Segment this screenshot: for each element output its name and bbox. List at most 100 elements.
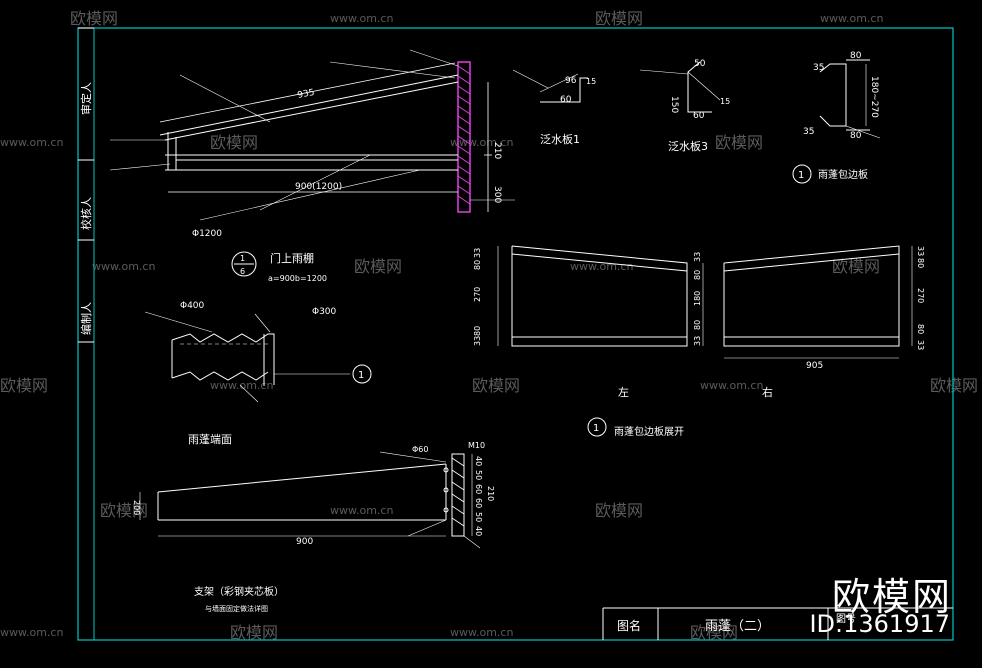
inner-frame (93, 27, 954, 641)
watermark-logo: 欧模网 (210, 133, 258, 152)
unfold-left (497, 245, 688, 347)
unfold-left-dim: 80 (473, 326, 482, 336)
section-phi300: Φ300 (312, 307, 337, 317)
drawing-name: 雨蓬（二） (705, 619, 770, 634)
watermark-url: www.om.cn (330, 12, 393, 25)
unfold-mid-dim: 180 (693, 291, 702, 306)
support-dim: 60 (474, 484, 483, 494)
flashing-3-title: 泛水板3 (668, 139, 708, 153)
unfold-right-dim: 80 (916, 324, 925, 334)
drawing-frame (77, 27, 954, 641)
brand-logo: 欧模网 (831, 575, 952, 619)
flashing-1-title: 泛水板1 (540, 132, 580, 146)
support-bolt: M10 (468, 441, 485, 450)
flashing-3-dim-150: 150 (669, 96, 679, 113)
canopy-section (144, 311, 350, 403)
unfold-width: 905 (806, 361, 823, 371)
unfold-right (702, 245, 913, 359)
watermark-logo: 欧模网 (715, 133, 763, 152)
watermark-logo: 欧模网 (70, 9, 118, 28)
watermark-url: www.om.cn (570, 260, 633, 273)
title-block (602, 607, 953, 640)
edge-trim-dim-35-top: 35 (813, 63, 824, 73)
watermark-logo: 欧模网 (595, 501, 643, 520)
unfold-mid-dim: 80 (693, 270, 702, 280)
watermark-url: www.om.cn (0, 136, 63, 149)
brand-id: ID:1361917 (809, 610, 950, 638)
unfold-right-dim: 270 (916, 288, 925, 303)
unfold-right-dim: 80 (916, 258, 925, 268)
support-dim: 50 (474, 470, 483, 480)
drawing-name-label: 图名 (617, 618, 641, 633)
edge-trim-dim-35-bottom: 35 (803, 127, 814, 137)
watermark-url: www.om.cn (820, 12, 883, 25)
callout-sheet: 6 (240, 267, 245, 276)
flashing-3-dim-50: 50 (694, 59, 706, 69)
watermark-url: www.om.cn (450, 136, 513, 149)
support-bracket (139, 451, 481, 549)
watermark-logo: 欧模网 (832, 257, 880, 276)
wall-section (457, 61, 471, 213)
flashing-1-profile (512, 69, 588, 103)
canopy-title: 门上雨棚 (270, 251, 314, 265)
watermark-logo: 欧模网 (354, 257, 402, 276)
watermark-logo: 欧模网 (0, 376, 48, 395)
dim-300: 300 (492, 186, 502, 203)
watermark-url: www.om.cn (92, 260, 155, 273)
flashing-3-profile (639, 61, 721, 113)
unfold-left-dim: 270 (473, 287, 482, 302)
section-callout-circle (352, 364, 372, 384)
callout-number: 1 (240, 254, 245, 263)
drafter-label: 编制人 (79, 302, 93, 335)
watermark-url: www.om.cn (450, 626, 513, 639)
section-callout: 1 (358, 370, 364, 381)
section-title: 雨蓬端面 (188, 433, 232, 446)
support-phi60: Φ60 (412, 445, 428, 454)
watermark-logo: 欧模网 (930, 376, 978, 395)
unfold-callout: 1 (593, 423, 599, 434)
drawing-no-label: 图号 (836, 613, 856, 625)
watermark-url: www.om.cn (210, 379, 273, 392)
unfold-mid-dim: 33 (693, 336, 702, 346)
watermarks: 欧模网 www.om.cn 欧模网 www.om.cn www.om.cn 欧模… (0, 9, 978, 642)
section-phi400: Φ400 (180, 301, 205, 311)
watermark-url: www.om.cn (700, 379, 763, 392)
support-title: 支架（彩钢夹芯板） (194, 585, 284, 598)
canopy-size-note: a=900b=1200 (268, 274, 327, 283)
unfold-left-label: 左 (618, 386, 629, 399)
edge-trim-callout: 1 (798, 170, 804, 181)
flashing-1-dim-15: 15 (586, 77, 596, 86)
support-subtitle: 与墙面固定做法详图 (205, 604, 268, 613)
flashing-3-dim-60: 60 (693, 111, 705, 121)
support-dim: 60 (474, 498, 483, 508)
edge-trim-profile (819, 59, 881, 139)
unfold-right-dim: 33 (916, 340, 925, 350)
checker-label: 校核人 (79, 197, 93, 230)
edge-trim-dim-80-top: 80 (850, 51, 862, 61)
unfold-right-dim: 33 (916, 246, 925, 256)
watermark-url: www.om.cn (0, 626, 63, 639)
watermark-logo: 欧模网 (690, 623, 738, 642)
edge-trim-dim-80-bottom: 80 (850, 131, 862, 141)
flashing-1-dim-60: 60 (560, 95, 572, 105)
support-dim-200: 200 (132, 500, 141, 515)
support-dim-900: 900 (296, 537, 313, 547)
watermark-logo: 欧模网 (100, 501, 148, 520)
unfold-callout-circle (587, 417, 607, 437)
canopy-elevation (109, 49, 515, 221)
unfold-title: 雨蓬包边板展开 (614, 425, 684, 438)
edge-trim-title: 雨蓬包边板 (818, 168, 868, 181)
canopy-callout (231, 251, 257, 277)
edge-trim-callout-circle (792, 164, 812, 184)
unfold-mid-dim: 33 (693, 252, 702, 262)
dim-phi1200: Φ1200 (192, 229, 222, 239)
support-dim: 40 (474, 456, 483, 466)
unfold-left-dim: 33 (473, 248, 482, 258)
unfold-left-dim: 80 (473, 260, 482, 270)
watermark-logo: 欧模网 (595, 9, 643, 28)
unfold-mid-dim: 80 (693, 320, 702, 330)
unfold-left-dim: 33 (473, 336, 482, 346)
support-dim: 50 (474, 512, 483, 522)
watermark-url: www.om.cn (330, 504, 393, 517)
unfold-right-label: 右 (762, 385, 773, 399)
